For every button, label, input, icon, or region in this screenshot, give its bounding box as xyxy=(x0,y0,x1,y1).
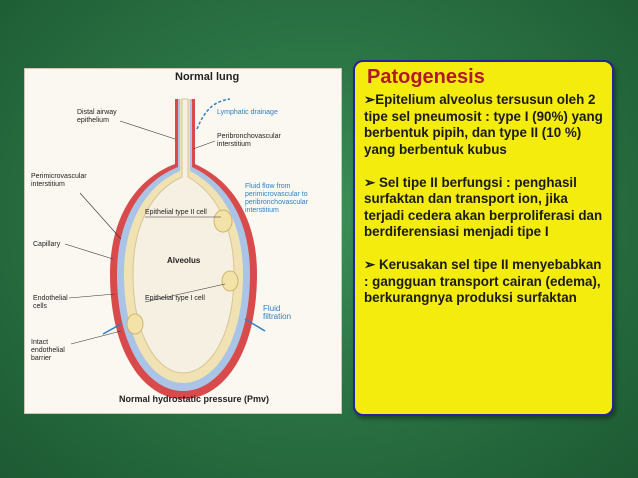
panel-body: ➢Epitelium alveolus tersusun oleh 2 tipe… xyxy=(364,92,608,307)
label-fluid-filtration: Fluid filtration xyxy=(263,304,292,321)
label-alveolus: Alveolus xyxy=(167,256,201,265)
filtration-arrow xyxy=(244,318,266,332)
paragraph-type2-function: ➢ Sel tipe II berfungsi : penghasil surf… xyxy=(364,174,603,240)
type2-cell xyxy=(221,270,239,292)
label-type2: Epithelial type II cell xyxy=(145,209,207,216)
lung-diagram: Normal lung Distal airway epitheli xyxy=(24,68,342,414)
paragraph-epithelium: ➢Epitelium alveolus tersusun oleh 2 tipe… xyxy=(364,92,603,157)
type2-cell xyxy=(213,209,233,233)
label-pressure: Normal hydrostatic pressure (Pmv) xyxy=(119,394,270,404)
label-fluid-flow: Fluid flow from perimicrovascular to per… xyxy=(245,183,309,214)
label-distal-airway: Distal airway epithelium xyxy=(77,109,117,124)
filtration-arrow xyxy=(102,323,122,335)
figure-title: Normal lung xyxy=(175,71,240,83)
label-type1: Epithelial type I cell xyxy=(145,295,205,302)
panel-title: Patogenesis xyxy=(367,66,485,88)
label-perimicrovascular: Perimicrovascular interstitium xyxy=(31,173,87,188)
pathogenesis-panel: Patogenesis ➢Epitelium alveolus tersusun… xyxy=(353,60,614,416)
alveolus-illustration xyxy=(64,98,266,399)
label-lymphatic: Lymphatic drainage xyxy=(217,109,278,116)
paragraph-damage: ➢ Kerusakan sel tipe II menyebabkan : ga… xyxy=(364,257,602,305)
label-capillary: Capillary xyxy=(33,241,61,248)
label-endothelial: Endothelial cells xyxy=(33,295,68,310)
lymphatic-arrow xyxy=(196,98,231,130)
label-intact: Intact endothelial barrier xyxy=(31,339,65,362)
type2-cell xyxy=(126,313,144,335)
label-peribronchovascular: Peribronchovascular interstitium xyxy=(217,133,281,148)
